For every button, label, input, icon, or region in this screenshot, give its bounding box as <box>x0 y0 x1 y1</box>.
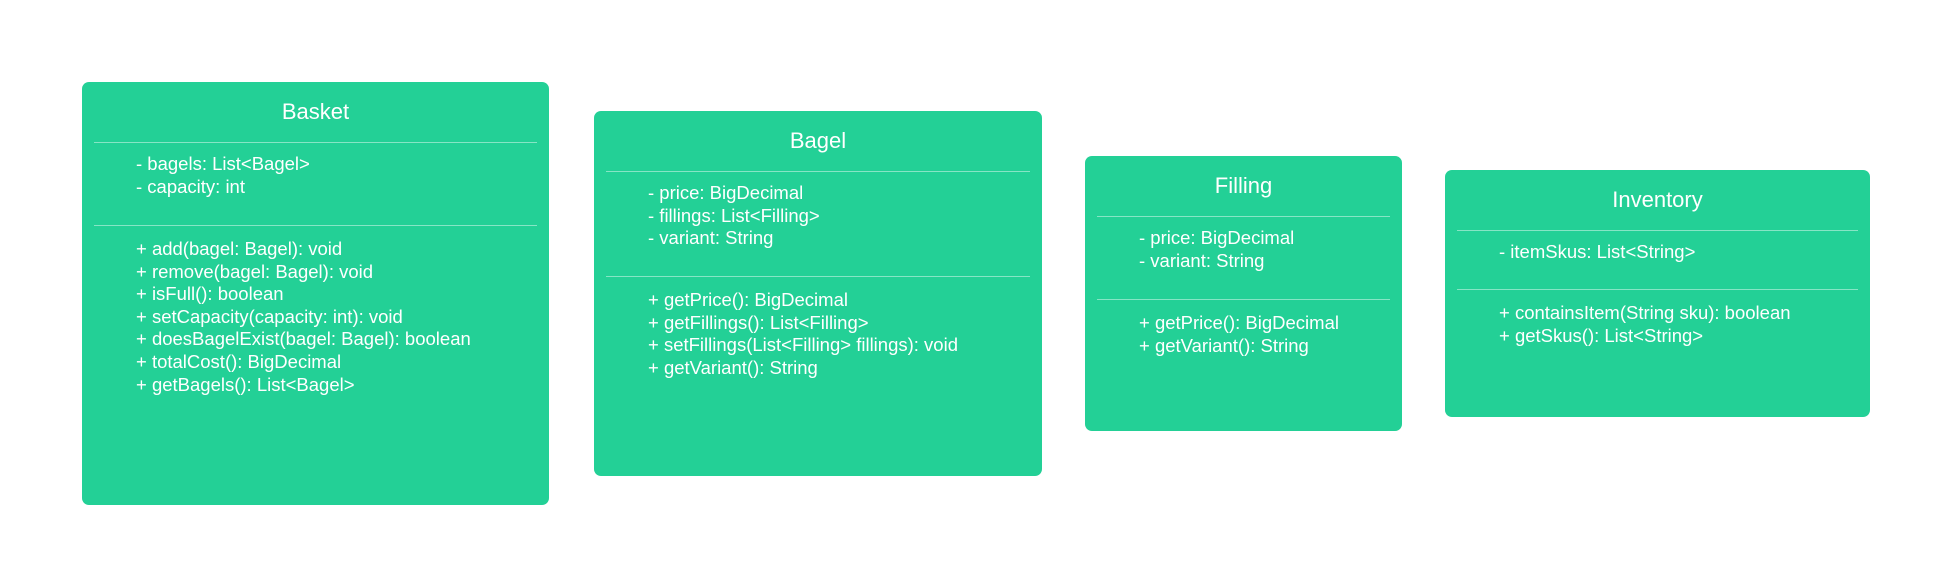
divider <box>606 171 1030 172</box>
operation: + doesBagelExist(bagel: Bagel): boolean <box>136 328 471 350</box>
attribute: - itemSkus: List<String> <box>1499 241 1696 262</box>
class-name: Basket <box>281 99 350 124</box>
attribute: - fillings: List<Filling> <box>648 204 820 226</box>
divider <box>1097 216 1390 217</box>
operation: + getVariant(): String <box>1139 334 1309 356</box>
class-name: Inventory <box>1612 187 1703 212</box>
divider <box>94 225 537 226</box>
operations-section: + getPrice(): BigDecimal + getFillings()… <box>594 277 1042 379</box>
class-box-basket: Basket - bagels: List<Bagel> - capacity:… <box>82 82 549 505</box>
operations-section: + getPrice(): BigDecimal + getVariant():… <box>1085 300 1402 357</box>
attributes-section: - price: BigDecimal - variant: String <box>1085 217 1402 299</box>
divider <box>1097 299 1390 300</box>
operation: + getBagels(): List<Bagel> <box>136 373 355 395</box>
operation: + setCapacity(capacity: int): void <box>136 305 403 327</box>
attribute: - variant: String <box>1139 249 1265 271</box>
attributes-section: - price: BigDecimal - fillings: List<Fil… <box>594 172 1042 276</box>
attribute: - capacity: int <box>136 175 245 197</box>
class-name: Filling <box>1214 173 1273 198</box>
operation: + getVariant(): String <box>648 356 818 378</box>
operation: + getSkus(): List<String> <box>1499 324 1704 346</box>
class-name: Bagel <box>789 128 847 153</box>
operations-section: + containsItem(String sku): boolean + ge… <box>1445 290 1870 347</box>
attribute: - variant: String <box>648 227 774 249</box>
operation: + add(bagel: Bagel): void <box>136 238 343 259</box>
class-box-bagel: Bagel - price: BigDecimal - fillings: Li… <box>594 111 1042 476</box>
operation: + getFillings(): List<Filling> <box>648 311 869 333</box>
operation: + setFillings(List<Filling> fillings): v… <box>648 334 958 356</box>
operation: + remove(bagel: Bagel): void <box>136 260 374 282</box>
class-box-inventory: Inventory - itemSkus: List<String> + con… <box>1445 170 1870 417</box>
class-box-filling: Filling - price: BigDecimal - variant: S… <box>1085 156 1402 431</box>
divider <box>606 276 1030 277</box>
attribute: - price: BigDecimal <box>1139 227 1295 248</box>
attributes-section: - itemSkus: List<String> <box>1445 231 1870 289</box>
attribute: - price: BigDecimal <box>648 182 804 203</box>
operation: + getPrice(): BigDecimal <box>1139 312 1339 333</box>
attribute: - bagels: List<Bagel> <box>136 153 310 174</box>
operation: + totalCost(): BigDecimal <box>136 350 342 372</box>
divider <box>1457 230 1858 231</box>
attributes-section: - bagels: List<Bagel> - capacity: int <box>82 143 549 225</box>
operation: + isFull(): boolean <box>136 283 284 305</box>
operation: + containsItem(String sku): boolean <box>1499 302 1791 323</box>
operations-section: + add(bagel: Bagel): void + remove(bagel… <box>82 226 549 396</box>
divider <box>1457 289 1858 290</box>
operation: + getPrice(): BigDecimal <box>648 289 848 310</box>
divider <box>94 142 537 143</box>
